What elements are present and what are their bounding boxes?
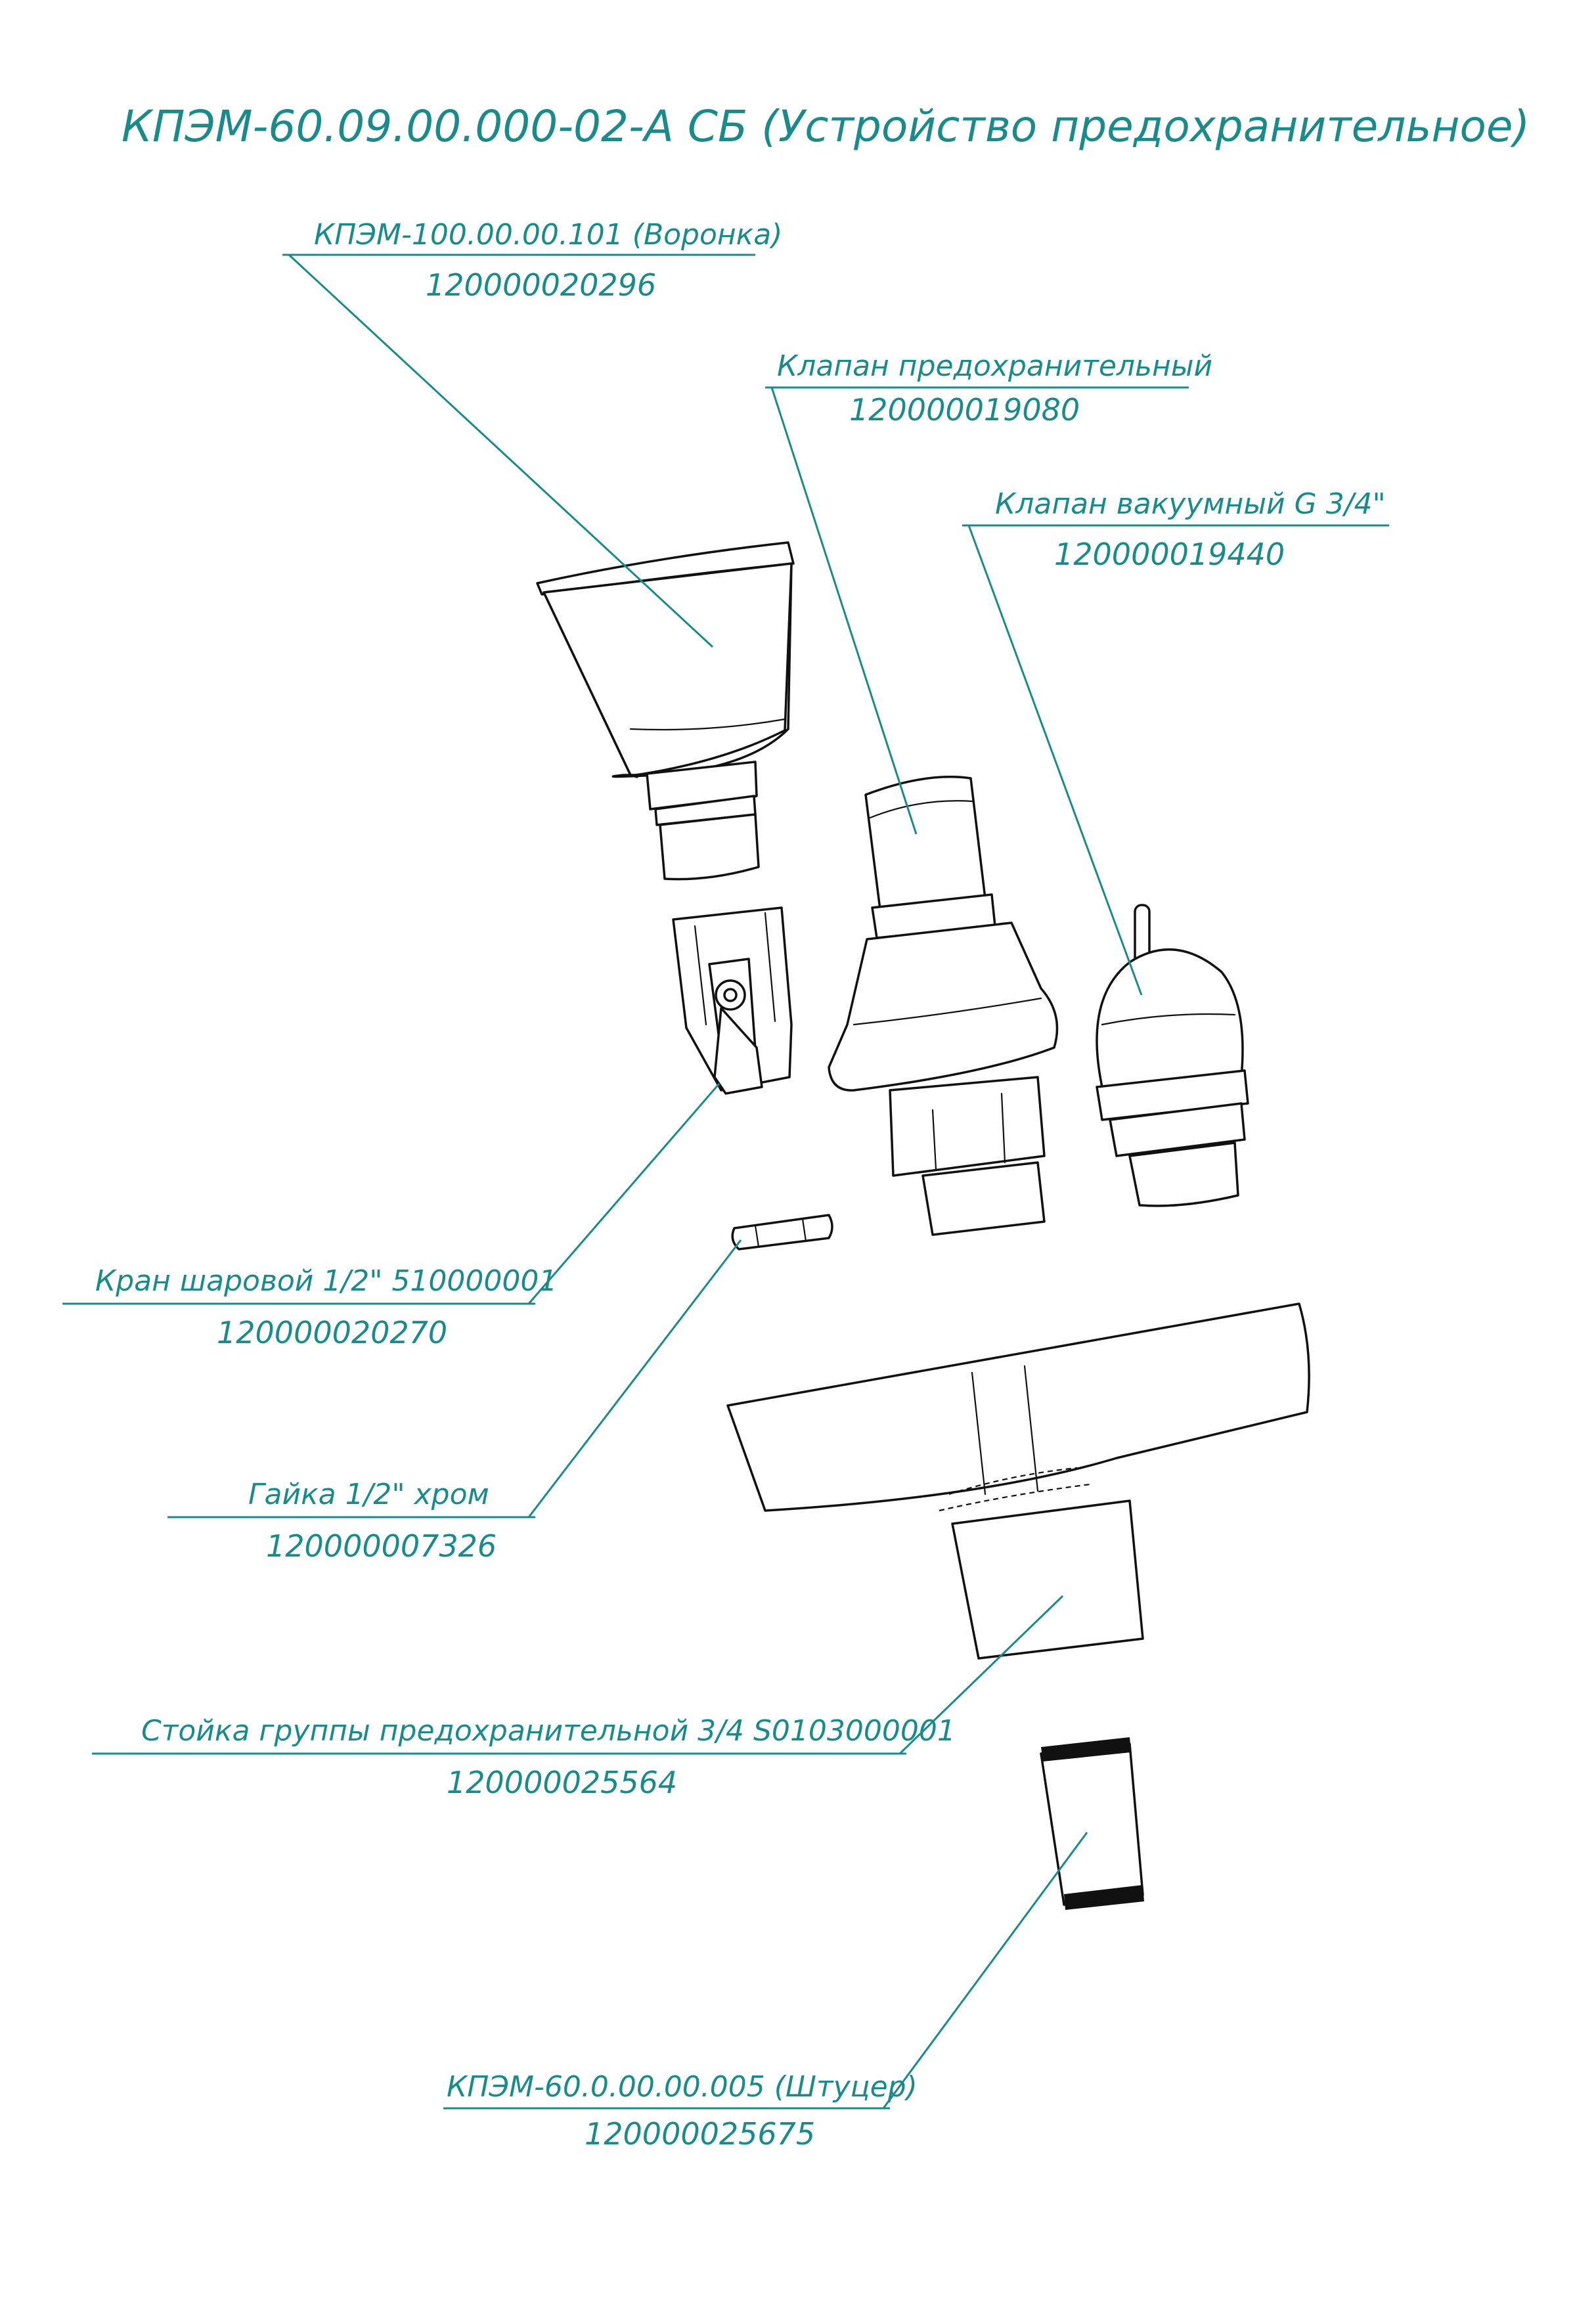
label-vacuum-valve-name: Клапан вакуумный G 3/4": [995, 487, 1386, 521]
ball-valve-part: [672, 906, 793, 1095]
funnel-part: [536, 541, 795, 881]
label-nut-code: 120000007326: [266, 1528, 497, 1564]
leader-lines: [62, 254, 1389, 2110]
fitting-part: [1040, 1737, 1144, 1910]
label-fitting-code: 120000025675: [585, 2116, 815, 2152]
label-funnel-code: 120000020296: [426, 267, 656, 303]
drawing-title: КПЭМ-60.09.00.000-02-А СБ (Устройство пр…: [122, 101, 1530, 152]
vacuum-valve-part: [1096, 904, 1249, 1207]
label-safety-valve-code: 120000019080: [849, 392, 1080, 428]
label-stand-name: Стойка группы предохранительной 3/4 S010…: [141, 1714, 956, 1748]
label-vacuum-valve-code: 120000019440: [1054, 537, 1285, 572]
label-ball-valve-code: 120000020270: [217, 1315, 447, 1350]
stand-part: [726, 1302, 1310, 1660]
label-safety-valve-name: Клапан предохранительный: [777, 349, 1212, 383]
label-stand-code: 120000025564: [447, 1765, 677, 1800]
safety-valve-part: [828, 776, 1059, 1236]
nut-part: [731, 1214, 833, 1251]
label-fitting-name: КПЭМ-60.0.00.00.005 (Штуцер): [447, 2070, 918, 2104]
label-ball-valve-name: Кран шаровой 1/2" 510000001: [95, 1264, 557, 1298]
label-funnel-name: КПЭМ-100.00.00.101 (Воронка): [314, 218, 782, 252]
label-nut-name: Гайка 1/2" хром: [248, 1478, 489, 1511]
